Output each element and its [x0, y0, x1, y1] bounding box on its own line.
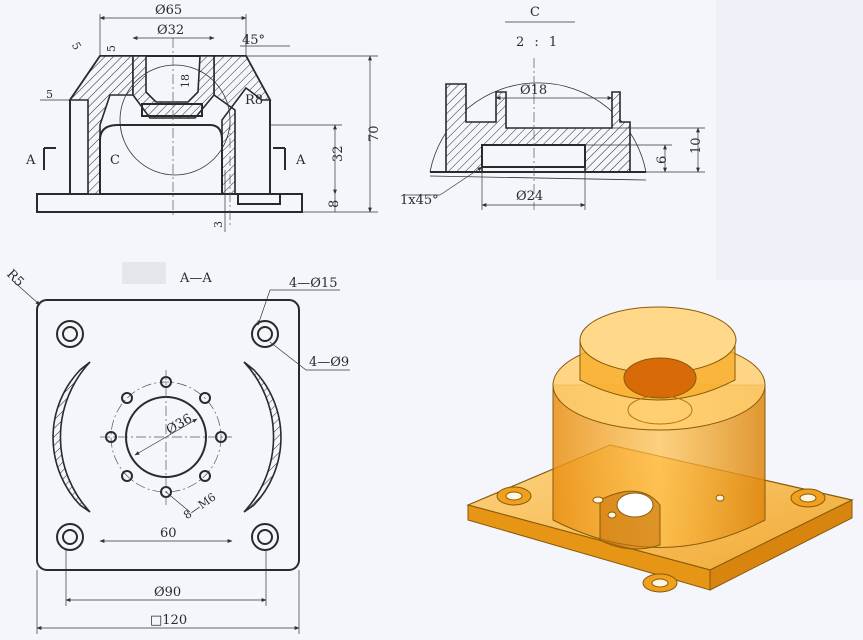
render-plate-side: [709, 499, 853, 591]
detail-bore: [481, 144, 586, 168]
section-view: A—A Ø36: [3, 262, 350, 634]
dim-d24: Ø24: [516, 189, 543, 204]
detail-break-line: [429, 175, 647, 181]
base-plate-outline: [36, 193, 303, 213]
dim-h3: 3: [212, 221, 225, 228]
leader-r5: [11, 279, 41, 306]
dim-ch5-left: 5: [46, 88, 53, 101]
dim-d18: Ø18: [520, 83, 547, 98]
section-mark-left: A: [25, 153, 36, 168]
detail-view: C 2 : 1 Ø18 Ø24 6 10 1x45°: [400, 5, 705, 210]
dim-h18: 18: [179, 74, 192, 88]
iso-render: [466, 306, 854, 593]
bore-step: [141, 103, 203, 117]
dim-h8: 8: [327, 200, 342, 208]
right-arc-wall: [243, 361, 282, 513]
dim-h6: 6: [655, 156, 670, 164]
dim-ch5-top: 5: [69, 40, 84, 53]
detail-mark-c: C: [110, 153, 120, 168]
front-view: Ø65 Ø32 45° 5 5 5 18 R8 70 32 8 3 A: [25, 3, 382, 232]
render-inner-step: [627, 395, 693, 425]
paper-edge: [716, 0, 863, 280]
dim-d90: Ø90: [154, 585, 181, 600]
detail-title: C: [530, 5, 540, 20]
dim-h32: 32: [331, 145, 346, 162]
dim-holes9: 4—Ø9: [309, 355, 349, 370]
render-plate-holes: [496, 486, 826, 593]
dim-d32: Ø32: [157, 23, 184, 38]
section-arrow-right: [273, 147, 286, 170]
cup-section: [132, 55, 215, 119]
left-wall-section: [68, 55, 134, 195]
corner-holes: [56, 320, 279, 551]
dim-holes15: 4—Ø15: [289, 276, 337, 291]
dim-angle-45: 45°: [242, 33, 265, 48]
dim-r8: R8: [245, 93, 263, 108]
leader-m6: [165, 491, 191, 513]
dim-d36: Ø36: [164, 411, 195, 438]
left-arc-wall: [52, 361, 91, 513]
dim-m6: 8—M6: [181, 491, 218, 522]
dim-chamfer: 1x45°: [400, 193, 439, 208]
dim-r5: R5: [3, 267, 26, 290]
dim-ch5-side: 5: [105, 45, 118, 52]
leader-holes15-arrow: [257, 289, 271, 326]
section-arrow-left: [43, 147, 56, 170]
dim-d36-line: [134, 418, 198, 456]
render-bore: [623, 357, 697, 399]
dim-h10: 10: [689, 137, 704, 154]
section-title: A—A: [179, 271, 212, 286]
section-mark-right: A: [295, 153, 306, 168]
dim-w60: 60: [160, 526, 177, 541]
dim-d65: Ø65: [155, 3, 182, 18]
dim-sq120: □120: [150, 613, 187, 628]
leader-holes9: [269, 341, 307, 371]
label-patch: [122, 262, 166, 284]
inner-cavity: [99, 124, 223, 194]
dim-h70: 70: [367, 125, 382, 142]
render-window-hole: [616, 492, 654, 518]
detail-scale: 2 : 1: [516, 35, 560, 50]
base-square: [36, 299, 300, 571]
base-step: [222, 193, 281, 205]
leader-chamfer-arrow: [439, 166, 483, 196]
